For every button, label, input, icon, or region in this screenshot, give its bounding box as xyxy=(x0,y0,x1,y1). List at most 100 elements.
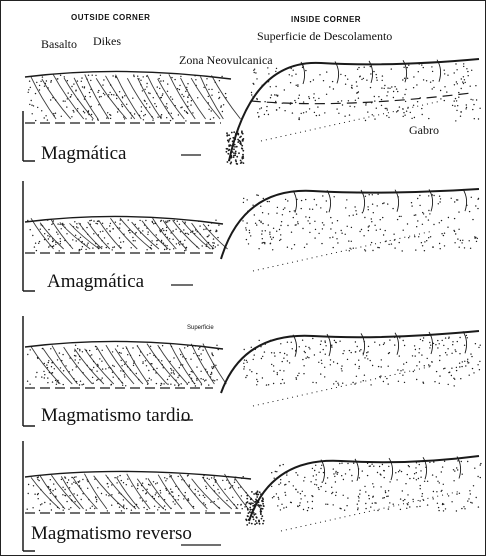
stipple-dot xyxy=(152,221,153,222)
stipple-dot xyxy=(158,78,159,79)
stipple-dot xyxy=(71,477,72,478)
stipple-dot xyxy=(342,104,343,105)
stipple-dot xyxy=(422,224,423,225)
dike-stroke xyxy=(137,479,164,509)
stipple-dot xyxy=(475,85,476,86)
stipple-dot xyxy=(203,477,204,478)
stipple-dot xyxy=(160,385,161,386)
stipple-dot xyxy=(444,233,445,234)
stipple-dot xyxy=(158,507,159,508)
stipple-dot xyxy=(181,383,182,384)
stipple-dot xyxy=(205,504,206,505)
stipple-dot xyxy=(320,468,321,469)
stipple-dot xyxy=(124,364,125,365)
stipple-dot xyxy=(377,472,378,473)
stipple-dot xyxy=(158,496,159,497)
stipple-dot xyxy=(196,85,197,86)
stipple-dot xyxy=(394,337,395,338)
stipple-dot xyxy=(258,116,259,117)
stipple-dot xyxy=(388,244,389,245)
stipple-dot xyxy=(118,378,119,379)
stipple-dot xyxy=(232,485,233,486)
stipple-dot xyxy=(47,87,48,88)
stipple-dot xyxy=(367,351,368,352)
stipple-dot xyxy=(142,363,143,364)
stipple-dot xyxy=(389,88,390,89)
stipple-dot xyxy=(478,506,479,507)
stipple-dot xyxy=(122,348,123,349)
stipple-dot xyxy=(154,223,155,224)
stipple-dot xyxy=(431,361,432,362)
stipple-dot xyxy=(314,237,315,238)
stipple-dot xyxy=(433,195,434,196)
stipple-dot xyxy=(456,467,457,468)
stipple-dot xyxy=(180,364,181,365)
neovolcanic-dot xyxy=(247,508,249,510)
stipple-dot xyxy=(174,220,175,221)
stipple-dot xyxy=(325,491,326,492)
stipple-dot xyxy=(409,478,410,479)
stipple-dot xyxy=(352,480,353,481)
stipple-dot xyxy=(358,496,359,497)
stipple-dot xyxy=(347,463,348,464)
stipple-dot xyxy=(85,118,86,119)
stipple-dot xyxy=(197,355,198,356)
stipple-dot xyxy=(289,211,290,212)
stipple-dot xyxy=(133,240,134,241)
stipple-dot xyxy=(215,481,216,482)
stipple-dot xyxy=(244,349,245,350)
stipple-dot xyxy=(300,493,301,494)
stipple-dot xyxy=(119,237,120,238)
stipple-dot xyxy=(169,220,170,221)
stipple-dot xyxy=(476,99,477,100)
stipple-dot xyxy=(336,238,337,239)
stipple-dot xyxy=(119,91,120,92)
stipple-dot xyxy=(133,76,134,77)
stipple-dot xyxy=(373,71,374,72)
stipple-dot xyxy=(270,86,271,87)
stipple-dot xyxy=(127,478,128,479)
stipple-dot xyxy=(157,509,158,510)
stipple-dot xyxy=(472,109,473,110)
stipple-dot xyxy=(318,98,319,99)
stipple-dot xyxy=(446,91,447,92)
stipple-dot xyxy=(186,233,187,234)
stipple-dot xyxy=(372,114,373,115)
stipple-dot xyxy=(84,98,85,99)
stipple-dot xyxy=(265,230,266,231)
stipple-dot xyxy=(314,112,315,113)
stipple-dot xyxy=(440,90,441,91)
stipple-dot xyxy=(89,220,90,221)
stipple-dot xyxy=(148,231,149,232)
stipple-dot xyxy=(200,353,201,354)
stipple-dot xyxy=(299,346,300,347)
stipple-dot xyxy=(33,105,34,106)
stipple-dot xyxy=(406,111,407,112)
stipple-dot xyxy=(274,355,275,356)
stipple-dot xyxy=(95,223,96,224)
stipple-dot xyxy=(407,78,408,79)
stipple-dot xyxy=(57,359,58,360)
stipple-dot xyxy=(454,379,455,380)
stipple-dot xyxy=(120,247,121,248)
neovolcanic-dot xyxy=(260,508,262,510)
stipple-dot xyxy=(428,237,429,238)
stipple-dot xyxy=(66,106,67,107)
stipple-dot xyxy=(62,223,63,224)
stipple-dot xyxy=(78,362,79,363)
stipple-dot xyxy=(28,92,29,93)
stipple-dot xyxy=(420,339,421,340)
neovolcanic-dot xyxy=(263,520,265,522)
stipple-dot xyxy=(188,382,189,383)
stipple-dot xyxy=(198,355,199,356)
outside-corner-label: OUTSIDE CORNER xyxy=(71,13,150,22)
stipple-dot xyxy=(188,500,189,501)
stipple-dot xyxy=(54,368,55,369)
stipple-dot xyxy=(209,479,210,480)
stipple-dot xyxy=(388,117,389,118)
stipple-dot xyxy=(275,86,276,87)
stipple-dot xyxy=(29,81,30,82)
stipple-dot xyxy=(421,108,422,109)
stipple-dot xyxy=(77,80,78,81)
stipple-dot xyxy=(40,81,41,82)
